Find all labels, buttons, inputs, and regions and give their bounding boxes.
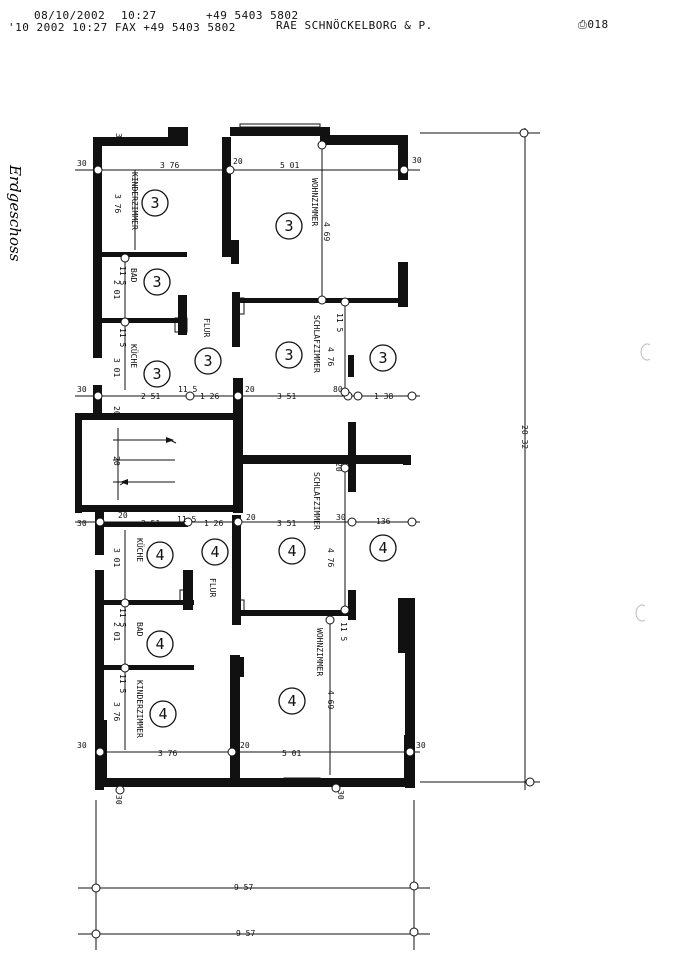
room-label: WOHNZIMMER bbox=[315, 628, 324, 676]
dim-label: 20 bbox=[245, 385, 255, 394]
dim-label: 20 bbox=[233, 157, 243, 166]
unit-number: 4 bbox=[210, 543, 219, 561]
dim-label: 30 bbox=[77, 741, 87, 750]
dim-label: 3 76 bbox=[160, 161, 179, 170]
unit-number: 3 bbox=[284, 217, 293, 235]
dim-label: 4 69 bbox=[326, 690, 335, 709]
dim-label: 11 5 bbox=[339, 622, 348, 641]
dim-label: 30 bbox=[77, 385, 87, 394]
stair-arrow-icon bbox=[120, 479, 128, 485]
dim-label: 11 5 bbox=[118, 608, 127, 627]
room-label: KÜCHE bbox=[129, 344, 139, 368]
dim-label: 11 5 bbox=[177, 515, 196, 524]
fax-time: 10:27 bbox=[121, 9, 157, 22]
dim-label: 3 51 bbox=[277, 392, 296, 401]
dim-label: 1 38 bbox=[374, 392, 393, 401]
dim-label: 2 01 bbox=[112, 622, 121, 641]
room-label: SCHLAFZIMMER bbox=[312, 315, 321, 373]
dim-label: 20 32 bbox=[520, 425, 529, 449]
scan-mark bbox=[640, 343, 651, 361]
dim-label: 30 bbox=[416, 741, 426, 750]
dim-label: 136 bbox=[376, 517, 391, 526]
dim-label: 3 76 bbox=[113, 194, 122, 213]
dim-label: 3 01 bbox=[112, 548, 121, 567]
dim-label: 30 bbox=[336, 790, 345, 800]
dim-label: 11 5 bbox=[118, 266, 127, 285]
dim-label: 4 76 bbox=[326, 347, 335, 366]
room-label: WOHNZIMMER bbox=[310, 178, 319, 226]
dim-label: 30 bbox=[114, 795, 123, 805]
unit-number: 3 bbox=[284, 346, 293, 364]
dim-label: 3 76 bbox=[158, 749, 177, 758]
dim-label: 11 5 bbox=[118, 674, 127, 693]
dim-label: 2 01 bbox=[112, 280, 121, 299]
dim-label: 4 69 bbox=[322, 222, 331, 241]
room-label: KINDERZIMMER bbox=[130, 172, 139, 230]
dim-label: 3 01 bbox=[112, 358, 121, 377]
dim-label: 30 bbox=[412, 156, 422, 165]
dim-label: 20 bbox=[112, 406, 121, 416]
scan-mark bbox=[635, 604, 646, 622]
fax-line-2: '10 2002 10:27 FAX +49 5403 5802 bbox=[8, 21, 236, 34]
unit-number: 4 bbox=[287, 692, 296, 710]
dim-label: 30 bbox=[77, 159, 87, 168]
dim-label: 3 76 bbox=[112, 702, 121, 721]
unit-number: 4 bbox=[155, 546, 164, 564]
unit-number: 4 bbox=[155, 635, 164, 653]
page-stamp-icon: ⎙ bbox=[578, 18, 588, 31]
handwritten-floor-title: Erdgeschoss bbox=[6, 164, 24, 262]
dim-label: 1 26 bbox=[204, 519, 223, 528]
stair-arrow-icon bbox=[166, 437, 174, 443]
unit-number: 3 bbox=[152, 365, 161, 383]
room-label: KINDERZIMMER bbox=[135, 680, 144, 738]
room-label: BAD bbox=[129, 268, 138, 283]
fax-sender: RAE SCHNÖCKELBORG & P. bbox=[276, 19, 433, 32]
dim-label: 1 26 bbox=[200, 392, 219, 401]
unit-number: 4 bbox=[287, 542, 296, 560]
fax-page-number: ⎙018 bbox=[578, 18, 609, 31]
unit-number: 3 bbox=[150, 194, 159, 212]
dim-label: 2 51 bbox=[141, 519, 160, 528]
dim-label: 20 bbox=[118, 511, 128, 520]
room-label: SCHLAFZIMMER bbox=[312, 472, 321, 530]
unit-number: 3 bbox=[378, 349, 387, 367]
room-label: KÜCHE bbox=[135, 538, 145, 562]
dim-label: 20 bbox=[240, 741, 250, 750]
dim-label: 9 57 bbox=[234, 883, 253, 892]
room-label: FLUR bbox=[208, 578, 217, 597]
dim-label: 30 bbox=[336, 513, 346, 522]
dim-label: 3 51 bbox=[277, 519, 296, 528]
dim-label: 9 57 bbox=[236, 929, 255, 938]
unit-number: 3 bbox=[152, 273, 161, 291]
dim-label: 30 bbox=[77, 519, 87, 528]
dim-label: 20 bbox=[246, 513, 256, 522]
unit-number: 4 bbox=[158, 705, 167, 723]
dim-label: 11 5 bbox=[118, 328, 127, 347]
room-label: FLUR bbox=[202, 318, 211, 337]
fax-number: +49 5403 5802 bbox=[206, 9, 299, 22]
dim-label: 20 bbox=[112, 456, 121, 466]
dim-label: 11 5 bbox=[178, 385, 197, 394]
unit-number: 3 bbox=[203, 352, 212, 370]
dim-label: 4 76 bbox=[326, 548, 335, 567]
dim-label: 80 bbox=[333, 385, 343, 394]
fax-date: 08/10/2002 bbox=[34, 9, 106, 22]
dim-label: 2 51 bbox=[141, 392, 160, 401]
room-label: BAD bbox=[135, 622, 144, 637]
dim-label: 11 5 bbox=[335, 313, 344, 332]
dim-label: 5 01 bbox=[282, 749, 301, 758]
dim-label: 30 bbox=[114, 133, 123, 143]
dim-label: 5 01 bbox=[280, 161, 299, 170]
dim-label: 20 bbox=[334, 462, 343, 472]
unit-number: 4 bbox=[378, 539, 387, 557]
